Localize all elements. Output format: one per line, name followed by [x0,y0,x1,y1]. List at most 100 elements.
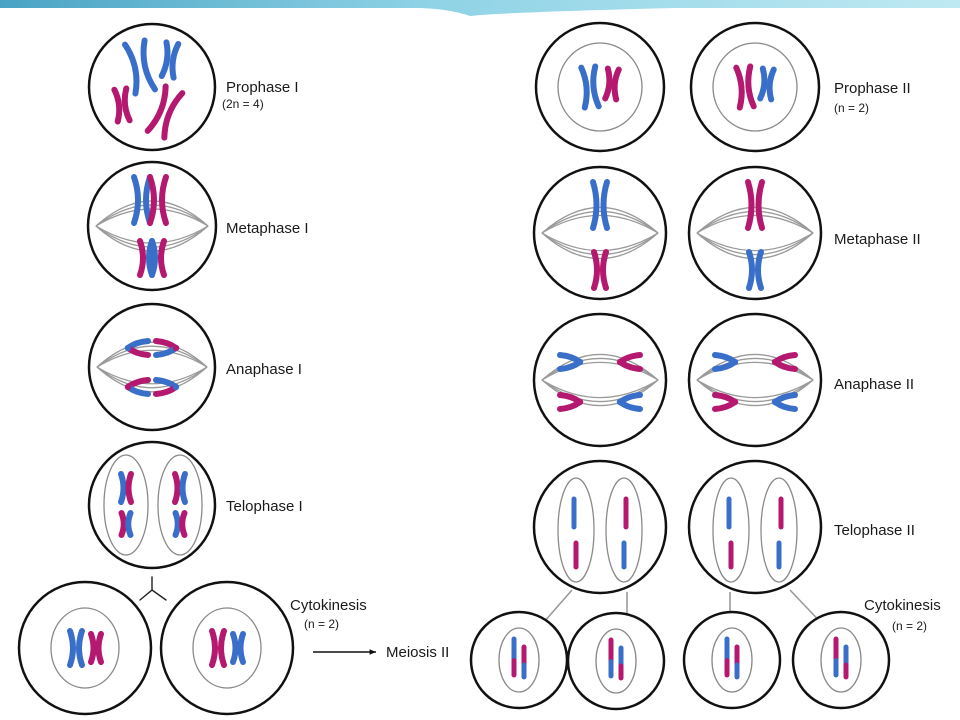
centromere [731,398,739,406]
anaphase-one-chromosome [153,338,180,358]
spindle-fiber [96,341,208,368]
chromatid [209,628,218,668]
spindle-fiber [696,353,814,381]
anaphase-two-chromatid [557,352,584,372]
spindle-fiber [541,361,659,381]
anaphase-two-spindle [696,353,814,407]
prophase-two-chromosome [757,65,777,103]
chromatid [95,631,104,665]
chromatid [169,41,182,81]
cytokinesis-one-ploidy: (n = 2) [304,617,340,631]
telophase-one-label: Telophase I [226,498,303,515]
anaphase-one-label: Anaphase I [226,361,302,378]
chromatid [147,174,157,226]
cytokinesis-one-cell-right [159,580,295,716]
chromatid [578,64,590,111]
telophase-one-chromosome [172,471,188,505]
prophase-two-cell [689,21,821,153]
meiosis-two-arrow-label: Meiosis II [386,644,450,661]
split-arrow-right [151,589,167,601]
anaphase-two-chromatid [616,392,643,412]
chromatid [745,63,757,110]
chromatid [118,471,127,505]
telophase-one-chromosome [118,510,134,538]
centromere [616,358,624,366]
gamete-cell [791,610,891,710]
chromosome-blue-large [122,37,158,97]
daughter-chromosome [209,628,227,668]
telophase-two-nucleus [760,477,798,583]
metaphase-one-cell [86,160,218,292]
chromatid [590,179,600,231]
prophase-two-ploidy: (n = 2) [834,101,870,115]
spindle-fiber [541,379,659,407]
arrow-head [369,649,376,655]
chromatid [122,41,140,97]
spindle-fiber [96,366,208,389]
telophase-two-nucleus [605,477,643,583]
chromatid [137,238,146,278]
chromatid [179,510,188,538]
chromatid [121,85,133,124]
gamete-nucleus [595,628,637,694]
cytokinesis-two-ploidy: (n = 2) [892,619,928,633]
anaphase-two-cell [532,312,668,448]
chromatid [766,66,777,103]
chromatid [237,631,246,665]
spindle-fiber [696,214,814,234]
split-arrow-left [139,576,153,601]
metaphase-two-chromosome [745,179,765,231]
gamete-nucleus [498,627,540,693]
spindle-fiber [696,232,814,252]
telophase-one-cell [87,440,217,570]
metaphase-one-label: Metaphase I [226,220,309,237]
chromatid [88,631,97,665]
spindle-fiber [96,345,208,368]
chromatid [179,471,188,505]
chromatid [611,66,622,103]
header-banner [0,0,960,16]
chromatid [140,37,158,93]
prophase-two-nucleus [557,42,643,132]
chromatid [733,64,745,111]
cytokinesis-one-nucleus-left [50,607,120,689]
telophase-two-cell [532,459,668,595]
cytokinesis-one-label: Cytokinesis [290,597,367,614]
chromatid [755,179,765,231]
chromosome-blue-small [158,39,182,81]
chromatid [67,628,76,668]
chromatid [172,471,181,505]
spindle-fiber [541,232,659,256]
prophase-two-cell [534,21,666,153]
chromatid [746,249,755,291]
spindle-fiber [541,379,659,399]
spindle-fiber [541,353,659,381]
daughter-chromosome [67,628,85,668]
daughter-chromosome [88,631,104,665]
prophase-two-nucleus [712,42,798,132]
chromatid [590,63,602,110]
spindle-fiber [541,232,659,252]
prophase-one-ploidy: (2n = 4) [222,97,264,111]
chromatid [600,179,610,231]
spindle-fiber [696,210,814,234]
spindle-fiber [96,366,208,393]
chromatid [755,249,764,291]
spindle-fiber [696,379,814,407]
cytokinesis-one-cell-left [17,580,153,716]
chromatid [757,65,768,102]
chromatid [144,83,169,134]
anaphase-one-chromosome [124,338,151,358]
spindle-fiber [696,232,814,260]
spindle-fiber [696,206,814,234]
anaphase-one-spindle [96,341,208,393]
telophase-two-nucleus [712,477,750,583]
anaphase-two-chromatid [771,352,798,372]
chromatid [158,238,167,278]
prophase-two-chromosome [578,63,602,111]
centromere [771,398,779,406]
chromatid [76,628,85,668]
spindle-fiber [696,357,814,381]
spindle-fiber [696,361,814,381]
chromatid [158,39,171,79]
